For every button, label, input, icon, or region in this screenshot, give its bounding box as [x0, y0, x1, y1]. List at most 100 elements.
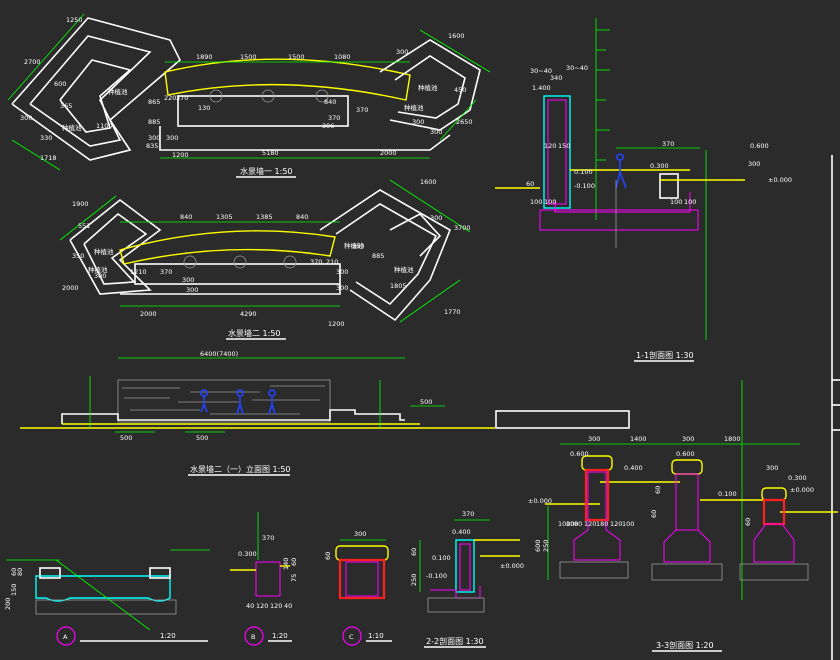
- plan2-right-wing-inner: [335, 203, 438, 306]
- plan1-dim: 1890: [196, 53, 213, 61]
- section-c: 300 60 C 1:10: [324, 530, 392, 646]
- drawing-frame-right: [831, 155, 840, 660]
- plan1-dim: 300: [148, 134, 160, 142]
- plan2-lamp: [283, 255, 297, 269]
- plan2-dimline-right: [389, 179, 471, 233]
- elevation-title: 水景墙二（一）立面图 1:50: [190, 464, 291, 474]
- section3-dim: 1400: [630, 435, 647, 443]
- section1-dim: 370: [662, 140, 674, 148]
- plan1-dim: 300: [430, 128, 442, 136]
- sectionC-dim: 300: [354, 530, 366, 538]
- sectionB-dim: 60: [290, 558, 298, 566]
- plan1-dim: 2650: [456, 118, 473, 126]
- section1-dim: -0.100: [574, 182, 595, 190]
- section3-dim: 0.400: [624, 464, 643, 472]
- section2-wall-tile: [455, 539, 475, 593]
- plan1-dim: 1500: [288, 53, 305, 61]
- section1-edge: [659, 173, 679, 199]
- elevation-steps: [61, 409, 405, 424]
- section3-dim: 60: [650, 510, 658, 518]
- section3-dim: 1000: [558, 520, 575, 528]
- section3-title: 3-3剖面图 1:20: [656, 640, 714, 650]
- plan1-planter-label: 种植池: [404, 103, 424, 112]
- sectionA-tag-circle: [56, 626, 76, 646]
- section2-foundation: [427, 597, 485, 613]
- plan2-dim: 370: [310, 258, 322, 266]
- section1-dim: 1.400: [532, 84, 551, 92]
- section3-footing-3: [739, 563, 809, 581]
- plan2-planter-label: 种植池: [94, 247, 114, 256]
- sectionC-tag-circle: [342, 626, 362, 646]
- plan2-dim: 2000: [62, 284, 79, 292]
- section3-dim: ±0.000: [790, 486, 814, 494]
- plan1-dim: 885: [148, 118, 160, 126]
- section1-wall-tile: [543, 95, 571, 209]
- section1-foundation: [539, 209, 699, 231]
- section1-dim-ticks: [596, 29, 610, 161]
- plan1-dim: 365: [60, 102, 72, 110]
- section2-title: 2-2剖面图 1:30: [426, 636, 484, 646]
- section1-figure-icon: [615, 153, 627, 189]
- plan2-planter-label: 种植池: [88, 265, 108, 274]
- plan2-lamp: [233, 255, 247, 269]
- plan2-title: 水景墙二 1:50: [228, 328, 281, 338]
- elevation-bench-block: [495, 410, 630, 429]
- plan2-dim: 1805: [390, 282, 407, 290]
- plan1-dim: 2000: [380, 149, 397, 157]
- section3-pier-2-base: [663, 529, 711, 563]
- plan2-dim: 2000: [140, 310, 157, 318]
- plan2-dim: 551: [78, 222, 90, 230]
- section1-dim: 0.100: [574, 168, 593, 176]
- plan2-dim: 300: [336, 284, 348, 292]
- plan2-left-wing-outline: [69, 198, 162, 295]
- section3-dim: ±0.000: [528, 497, 552, 505]
- sectionB-dim: 40: [246, 602, 254, 610]
- sectionC-tile: [338, 558, 386, 600]
- plan1-pool: [177, 95, 349, 127]
- section-1-1: 30~40 30~40 340 1.400 370 0.600 0.300 ±0…: [495, 18, 792, 362]
- plan1-dim: 5180: [262, 149, 279, 157]
- plan2-dim: 210: [326, 258, 338, 266]
- section3-dim: 120: [584, 520, 596, 528]
- plan1-dimline-right: [419, 29, 491, 73]
- sectionB-dim: 120: [256, 602, 268, 610]
- plan1-dimline-right-bottom: [439, 99, 477, 141]
- plan2-dim: 300: [186, 286, 198, 294]
- section1-dim: 60: [526, 180, 534, 188]
- section3-dim: 100: [566, 520, 578, 528]
- plan2-dim: 1210: [130, 268, 147, 276]
- sectionA-scale: 1:20: [160, 632, 176, 640]
- plan2-pool: [134, 263, 341, 285]
- section1-dim: ±0.000: [768, 176, 792, 184]
- plan1-planter-label: 种植池: [418, 83, 438, 92]
- sectionA-tag: A: [63, 633, 68, 641]
- elevation-overall-dim: 6400(7400): [200, 350, 238, 358]
- section3-dim: 60: [654, 486, 662, 494]
- section1-dim: 0.300: [650, 162, 669, 170]
- plan1-dim: 130: [198, 104, 210, 112]
- section3-dim: 100: [622, 520, 634, 528]
- section1-dim: 100: [684, 198, 696, 206]
- section3-cap-1: [581, 455, 613, 471]
- section1-dim: 100: [670, 198, 682, 206]
- sectionB-scale: 1:20: [272, 632, 288, 640]
- plan2-planter-label: 种植池: [394, 265, 414, 274]
- section1-dim: 120: [544, 142, 556, 150]
- section3-footing-1: [559, 561, 629, 579]
- section1-dim: 30~40: [530, 67, 552, 75]
- plan1-dim: 1250: [66, 16, 83, 24]
- plan2-dim: 840: [296, 213, 308, 221]
- section-b: 370 0.300 140 60 75 40 120 120 40 B 1:20: [230, 512, 298, 646]
- plan1-dim: 1200: [172, 151, 189, 159]
- plan1-right-wing-inner: [394, 55, 466, 119]
- sectionA-dim: 150: [10, 584, 18, 596]
- sectionA-dim: 80: [16, 568, 24, 576]
- section2-wall-core: [459, 543, 471, 591]
- section2-dim: 370: [462, 510, 474, 518]
- plan1-dim: 1100: [96, 122, 113, 130]
- section1-dim: 300: [748, 160, 760, 168]
- plan1-dimline-left-bottom: [11, 139, 61, 171]
- plan2-dim: 1305: [216, 213, 233, 221]
- plan1-lamp: [261, 89, 275, 103]
